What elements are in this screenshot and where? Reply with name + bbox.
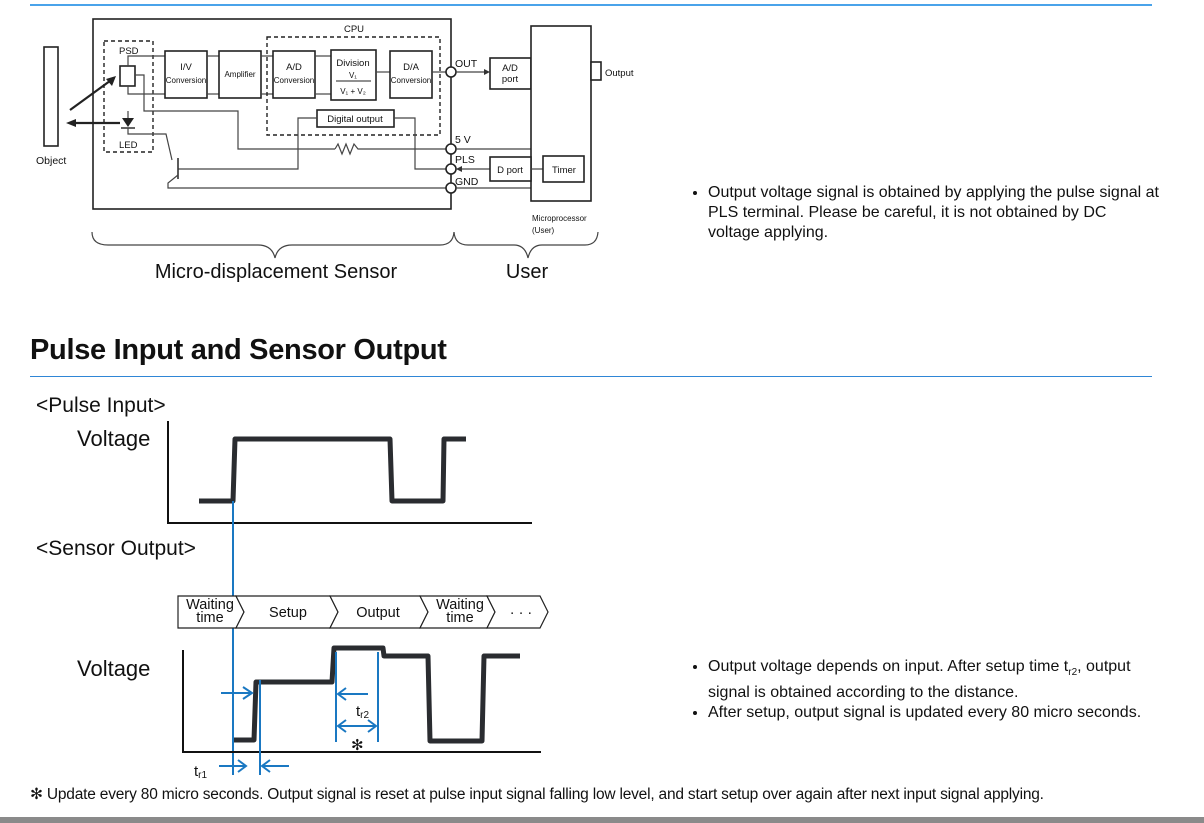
block-diagram: Object PSD LED I/V Conversion Amplifier … xyxy=(36,18,634,283)
sensor-brace-label: Micro-displacement Sensor xyxy=(155,261,398,283)
section-divider xyxy=(30,376,1152,377)
note-top: Output voltage signal is obtained by app… xyxy=(690,183,1160,243)
object-label: Object xyxy=(36,155,66,167)
note-bottom: Output voltage depends on input. After s… xyxy=(690,657,1160,723)
led-label: LED xyxy=(119,140,138,151)
psd-label: PSD xyxy=(119,46,139,57)
resistor-icon xyxy=(334,142,446,156)
terminal-5v: 5 V xyxy=(455,134,471,146)
da-conversion-block xyxy=(389,50,433,99)
svg-text:A/D: A/D xyxy=(286,62,302,73)
user-brace-label: User xyxy=(506,261,549,283)
ad-port-block xyxy=(489,57,532,90)
svg-text:Conversion: Conversion xyxy=(274,76,314,85)
reflected-light-arrow xyxy=(69,77,115,111)
svg-text:(User): (User) xyxy=(532,226,555,235)
pulse-voltage-label: Voltage xyxy=(77,426,150,451)
svg-text:time: time xyxy=(196,610,223,626)
tr2-label: tr2 xyxy=(356,703,370,721)
pulse-waveform xyxy=(199,436,466,504)
svg-text:A/D: A/D xyxy=(502,63,518,74)
bottom-bar xyxy=(0,817,1204,823)
svg-text:Timer: Timer xyxy=(552,165,576,176)
svg-text:time: time xyxy=(446,610,473,626)
svg-text:Amplifier: Amplifier xyxy=(224,70,255,79)
psd-led-group xyxy=(103,40,154,153)
d-port-block xyxy=(489,156,532,182)
svg-text:Waiting: Waiting xyxy=(186,597,234,613)
amplifier-block xyxy=(218,50,262,99)
footnote: ✻ Update every 80 micro seconds. Output … xyxy=(30,786,1044,803)
svg-text:Conversion: Conversion xyxy=(166,76,206,85)
user-brace xyxy=(453,231,599,259)
terminal-out: OUT xyxy=(455,58,478,70)
phase-bar xyxy=(177,595,549,629)
svg-text:· · ·: · · · xyxy=(510,605,533,621)
led-diode-icon xyxy=(122,118,134,127)
svg-text:D port: D port xyxy=(497,165,523,176)
svg-text:Output: Output xyxy=(356,605,400,621)
note-top-item: Output voltage signal is obtained by app… xyxy=(708,183,1160,243)
ad-conversion-block xyxy=(272,50,316,99)
iv-conversion-block xyxy=(164,50,208,99)
svg-text:I/V: I/V xyxy=(180,62,192,73)
microprocessor-label: Microprocessor xyxy=(532,214,587,223)
output-axis xyxy=(182,650,541,753)
top-divider xyxy=(30,4,1152,6)
object-rect xyxy=(43,46,59,147)
svg-text:V₁ + V₂: V₁ + V₂ xyxy=(340,87,366,96)
svg-text:port: port xyxy=(502,74,519,85)
svg-text:V₁: V₁ xyxy=(349,71,357,80)
psd-element xyxy=(119,65,136,87)
division-block xyxy=(330,49,377,101)
sensor-brace xyxy=(91,231,455,259)
svg-text:Setup: Setup xyxy=(269,605,307,621)
svg-text:Waiting: Waiting xyxy=(436,597,484,613)
asterisk-mark: ✻ xyxy=(351,737,364,754)
terminal-pls: PLS xyxy=(455,154,475,166)
cpu-label: CPU xyxy=(344,24,364,35)
output-waveform xyxy=(234,645,520,744)
tr1-label: tr1 xyxy=(194,763,208,781)
pulse-axis xyxy=(167,421,532,524)
cpu-group xyxy=(266,36,441,136)
svg-text:Division: Division xyxy=(336,58,369,69)
pulse-input-label: <Pulse Input> xyxy=(36,394,166,417)
note-bottom-item-1: Output voltage depends on input. After s… xyxy=(708,657,1160,703)
svg-text:Digital output: Digital output xyxy=(327,114,383,125)
svg-text:D/A: D/A xyxy=(403,62,420,73)
phase-continue xyxy=(486,595,549,629)
output-pin-label: Output xyxy=(605,68,634,79)
section-title: Pulse Input and Sensor Output xyxy=(30,334,447,366)
sensor-output-label: <Sensor Output> xyxy=(36,537,196,560)
output-pin xyxy=(590,61,602,81)
sensor-box xyxy=(92,18,452,210)
timing-diagram: <Pulse Input> Voltage <Sensor Output> Wa… xyxy=(36,394,549,781)
output-voltage-label: Voltage xyxy=(77,656,150,681)
note-bottom-item-2: After setup, output signal is updated ev… xyxy=(708,703,1160,723)
timer-block xyxy=(542,155,585,183)
terminal-gnd: GND xyxy=(455,176,479,188)
svg-text:Conversion: Conversion xyxy=(391,76,431,85)
